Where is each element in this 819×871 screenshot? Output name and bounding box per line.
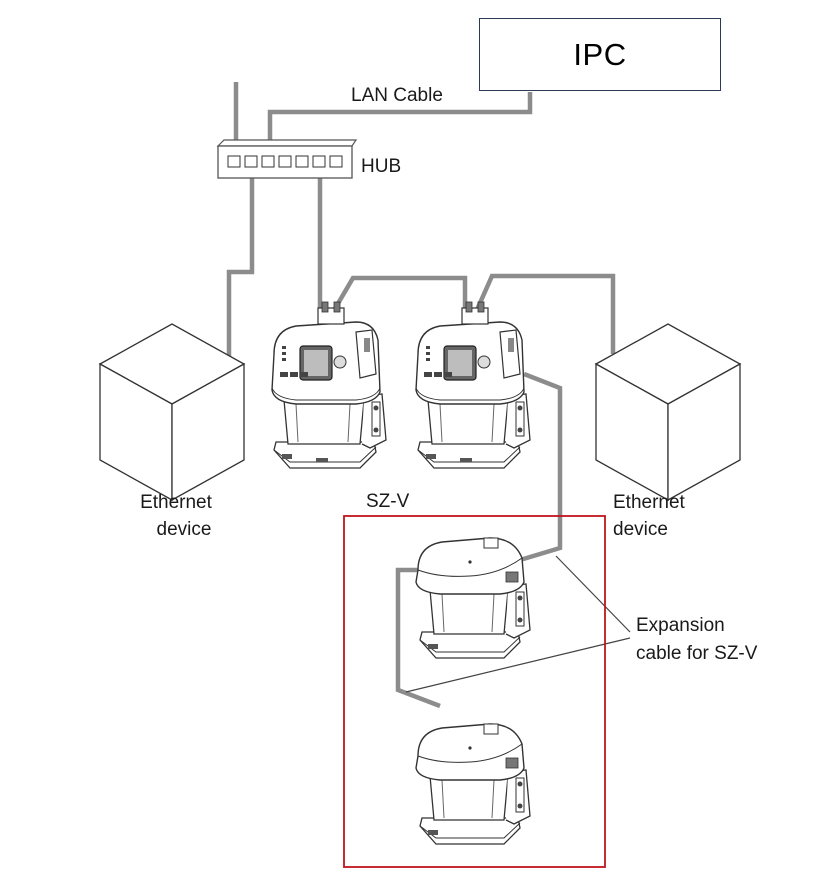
lan-cable-label: LAN Cable — [351, 85, 443, 106]
expansion-label-line2: cable for SZ-V — [636, 643, 758, 664]
expansion-cable-2 — [395, 567, 441, 709]
hub-label: HUB — [361, 156, 402, 177]
ipc-box: IPC — [479, 18, 721, 91]
left-device-label-line2: device — [156, 519, 212, 540]
hub-icon — [216, 139, 358, 179]
expansion-leader-lines — [405, 555, 631, 693]
right-device-label-line1: Ethernet — [613, 492, 685, 513]
sz-v-sensor-1 — [271, 301, 387, 469]
expansion-unit-2 — [415, 723, 531, 845]
ipc-label: IPC — [573, 36, 627, 72]
sz-v-label: SZ-V — [366, 491, 410, 512]
right-device-label-line2: device — [613, 519, 668, 540]
cable-szv2-right-device — [473, 273, 616, 354]
cable-szv1-szv2 — [331, 275, 468, 314]
left-device-label-line1: Ethernet — [140, 492, 212, 513]
right-ethernet-device — [595, 323, 741, 501]
sz-v-sensor-2 — [415, 301, 531, 469]
expansion-label-line1: Expansion — [636, 615, 725, 636]
expansion-cable-1 — [519, 371, 563, 563]
left-ethernet-device — [99, 323, 245, 501]
cable-hub-left-device — [226, 170, 255, 364]
expansion-unit-1 — [415, 537, 531, 659]
expansion-highlight-frame — [343, 515, 606, 868]
lan-cable — [267, 92, 533, 160]
cables — [226, 82, 616, 709]
